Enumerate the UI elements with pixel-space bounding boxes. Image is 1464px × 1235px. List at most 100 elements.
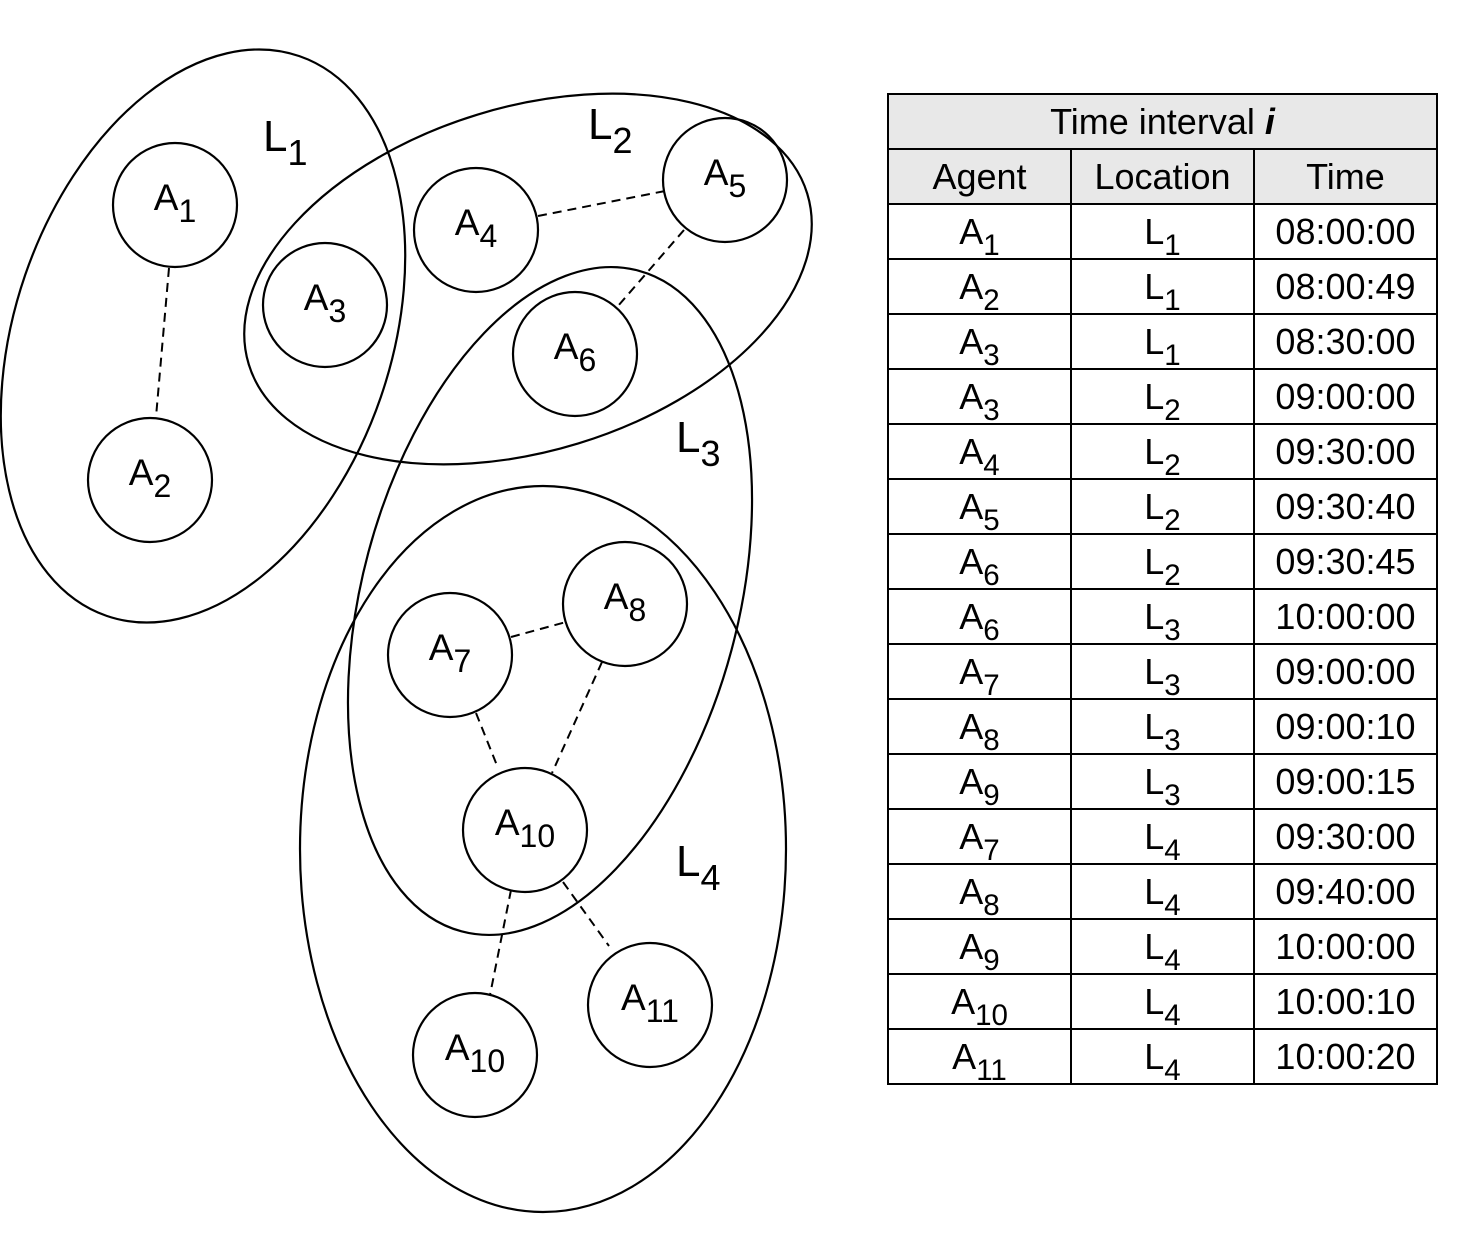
location-cell: L3 (1070, 643, 1255, 703)
location-cell-letter: L (1144, 761, 1165, 802)
location-cell-letter: L (1144, 211, 1165, 252)
location-region-l3 (346, 265, 754, 937)
location-cell-subscript: 4 (1164, 889, 1181, 923)
agent-cell-subscript: 4 (983, 449, 1000, 483)
region-label-l4: L4 (676, 837, 721, 898)
agent-cell-letter: A (959, 651, 984, 692)
time-cell: 09:00:00 (1253, 368, 1438, 425)
agent-cell-subscript: 3 (983, 394, 1000, 428)
location-cell-subscript: 3 (1164, 724, 1181, 758)
agent-label-a2: A2 (129, 452, 171, 504)
agent-node-a11 (586, 941, 714, 1069)
region-label-l1: L1 (263, 112, 308, 173)
agent-cell-letter: A (959, 706, 984, 747)
agent-cell-subscript: 7 (983, 834, 1000, 868)
time-cell: 09:30:00 (1253, 808, 1438, 865)
agent-label-a8: A8 (604, 576, 646, 628)
location-cell: L4 (1070, 1028, 1255, 1085)
location-cell-letter: L (1144, 431, 1165, 472)
location-cell-subscript: 1 (1164, 339, 1181, 373)
table-title-row: Time interval i (887, 93, 1438, 150)
agent-cell-subscript: 1 (983, 229, 1000, 263)
location-cell-letter: L (1144, 1036, 1165, 1077)
location-cell-letter: L (1144, 486, 1165, 527)
agent-label-a1: A1 (154, 177, 196, 229)
table-title-text: Time interval (1050, 101, 1255, 142)
agent-label-a11: A11 (621, 977, 679, 1029)
agent-cell: A8 (887, 698, 1072, 755)
location-cell: L4 (1070, 808, 1255, 865)
table-title: Time interval i (887, 93, 1438, 150)
agent-cell: A11 (887, 1028, 1072, 1088)
agent-label-a3: A3 (304, 277, 346, 329)
time-cell: 09:00:10 (1253, 698, 1438, 755)
agent-cell-letter: A (959, 266, 984, 307)
agent-node-a7 (386, 591, 514, 719)
link-a1-a2 (155, 267, 170, 418)
agent-cell: A3 (887, 313, 1072, 373)
table-title-variable: i (1264, 101, 1275, 142)
location-cell: L2 (1070, 478, 1255, 535)
agent-label-a4: A4 (455, 202, 497, 254)
location-cell-subscript: 1 (1164, 229, 1181, 263)
location-cell-letter: L (1144, 981, 1165, 1022)
agent-node-a2 (86, 416, 214, 544)
location-region-l1 (0, 48, 407, 624)
location-cell-letter: L (1144, 816, 1165, 857)
location-cell-letter: L (1144, 541, 1165, 582)
location-cell: L4 (1070, 918, 1255, 978)
location-agent-diagram: L1 L2 L3 L4 A1 A2 A3 A4 A5 A6 A7 A8 A10 … (0, 48, 813, 1214)
location-cell-letter: L (1144, 321, 1165, 362)
time-cell: 10:00:10 (1253, 973, 1438, 1030)
agent-cell: A10 (887, 973, 1072, 1033)
time-cell: 09:00:00 (1253, 643, 1438, 700)
location-cell-letter: L (1144, 926, 1165, 967)
location-cell: L3 (1070, 588, 1255, 645)
location-cell-subscript: 4 (1164, 944, 1181, 978)
time-cell: 08:30:00 (1253, 313, 1438, 370)
agent-cell-subscript: 7 (983, 669, 1000, 703)
location-cell-subscript: 1 (1164, 284, 1181, 318)
agent-cell: A3 (887, 368, 1072, 428)
location-cell-subscript: 2 (1164, 559, 1181, 593)
region-label-l3: L3 (676, 413, 721, 474)
time-cell: 09:00:15 (1253, 753, 1438, 810)
location-region-l2 (243, 92, 813, 466)
agent-cell: A6 (887, 588, 1072, 645)
time-cell: 09:30:00 (1253, 423, 1438, 480)
agent-label-a10-upper: A10 (495, 802, 555, 854)
agent-cell-subscript: 10 (975, 999, 1008, 1033)
agent-node-a8 (561, 540, 689, 668)
table-row: A3 L1 08:30:00 (887, 313, 1438, 373)
link-a7-a8 (510, 621, 567, 638)
location-cell-letter: L (1144, 266, 1165, 307)
agent-label-a7: A7 (429, 627, 471, 679)
location-cell-subscript: 3 (1164, 669, 1181, 703)
location-cell-letter: L (1144, 706, 1165, 747)
location-cell-letter: L (1144, 651, 1165, 692)
agent-cell-subscript: 8 (983, 889, 1000, 923)
location-cell-subscript: 3 (1164, 779, 1181, 813)
agent-cell: A6 (887, 533, 1072, 590)
location-cell: L1 (1070, 203, 1255, 263)
time-cell: 08:00:49 (1253, 258, 1438, 315)
agent-cell-subscript: 3 (983, 339, 1000, 373)
column-header-agent: Agent (887, 148, 1072, 205)
location-cell: L3 (1070, 753, 1255, 813)
column-header-location: Location (1070, 148, 1255, 205)
agent-cell-subscript: 11 (976, 1054, 1007, 1088)
location-cell: L2 (1070, 368, 1255, 425)
agent-label-a6: A6 (554, 326, 596, 378)
agent-cell-letter: A (959, 596, 984, 637)
